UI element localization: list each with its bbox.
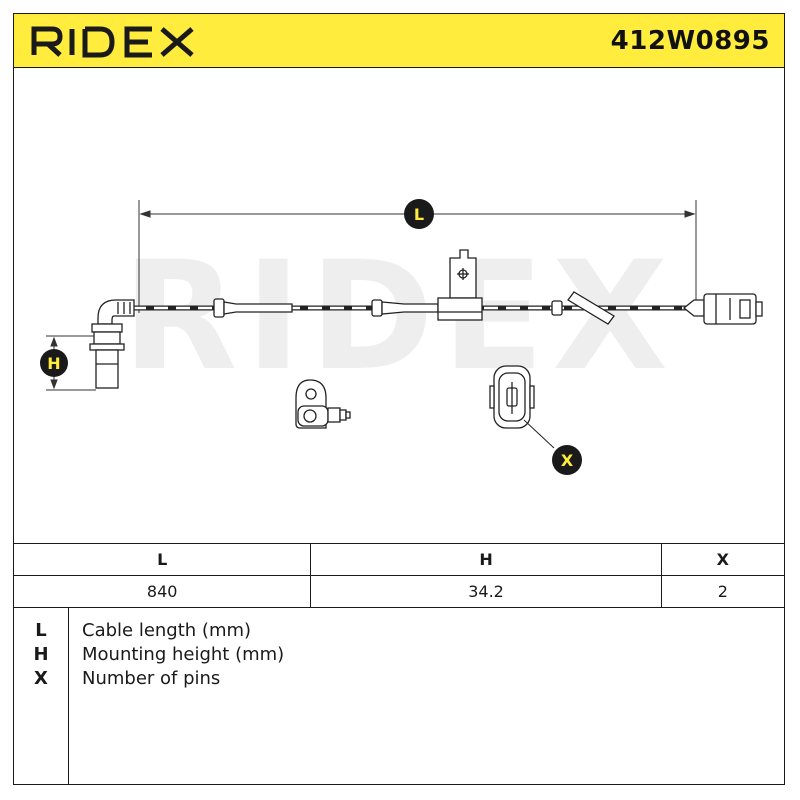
mounting-bracket (437, 249, 483, 321)
sensor-bracket-detail (295, 379, 351, 429)
legend-text: Cable length (mm) (82, 620, 252, 641)
legend-text: Mounting height (mm) (82, 644, 285, 665)
header-bar: 412W0895 (14, 14, 784, 68)
cable-connector (682, 293, 763, 325)
watermark: RIDEX (122, 230, 676, 404)
spec-table-header-row: L H X (14, 543, 784, 576)
ridex-logo (31, 26, 194, 58)
height-callout: H (40, 349, 68, 377)
length-callout: L (404, 199, 434, 229)
legend-key: H (33, 644, 49, 665)
spec-header-h: H (310, 543, 662, 576)
datasheet: 412W0895 RIDEX L H (13, 13, 785, 785)
svg-text:H: H (47, 354, 60, 373)
legend: L Cable length (mm) H Mounting height (m… (14, 607, 784, 785)
spec-table-value-row: 840 34.2 2 (14, 575, 784, 607)
svg-text:L: L (414, 205, 424, 224)
cable-sleeves (213, 298, 563, 318)
legend-key: L (35, 620, 47, 641)
spec-table: L H X 840 34.2 2 (14, 543, 784, 607)
pins-callout: X (552, 445, 582, 475)
connector-end-view (489, 365, 555, 449)
cable-clip (567, 291, 615, 325)
legend-key: X (34, 668, 48, 689)
spec-value-h: 34.2 (310, 575, 662, 607)
spec-value-x: 2 (660, 575, 784, 607)
spec-header-l: L (14, 543, 311, 576)
spec-header-x: X (660, 543, 784, 576)
part-number: 412W0895 (610, 26, 770, 56)
spec-value-l: 840 (14, 575, 311, 607)
legend-text: Number of pins (82, 668, 221, 689)
legend-key-column (14, 608, 69, 785)
svg-text:X: X (561, 451, 574, 470)
sensor-head (89, 299, 135, 389)
sensor-drawing: RIDEX L H (40, 199, 763, 475)
